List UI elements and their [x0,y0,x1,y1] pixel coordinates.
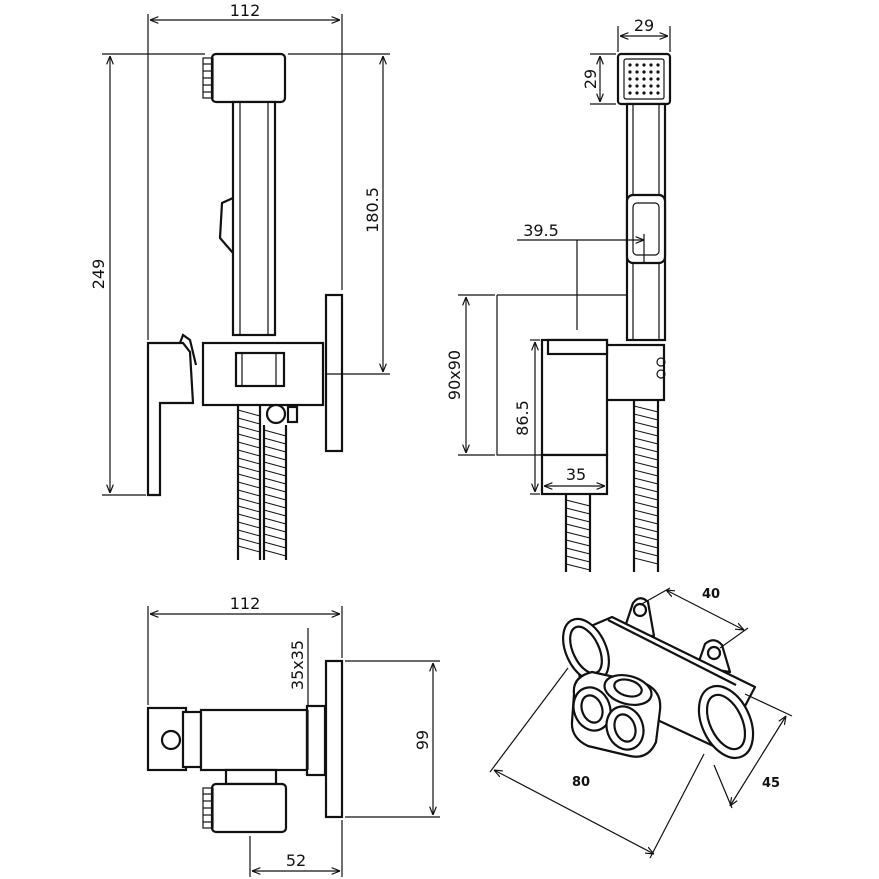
dim-valve-span: 40 [702,587,720,602]
dim-hand-shower: 180.5 [363,187,382,233]
valve-iso-view: 40 80 45 [489,587,793,859]
dim-body-height: 86.5 [513,400,532,436]
dim-head-width: 29 [634,16,654,35]
spray-nozzles-grid [628,63,660,95]
dim-depth: 52 [286,851,306,870]
dim-top-width: 112 [230,594,261,613]
side-view: 29 29 39.5 90x90 86.5 35 [445,16,672,572]
front-view: 112 249 180.5 [89,1,390,560]
dim-plate: 90x90 [445,350,464,400]
front-hoses [236,405,288,560]
dim-offset: 39.5 [523,221,559,240]
head-grip-ridges [203,63,213,93]
dim-top-plate: 99 [413,730,432,750]
top-view: 112 35x35 99 52 [146,594,440,877]
dim-front-width: 112 [230,1,261,20]
dim-valve-length: 80 [572,775,590,790]
dim-valve-depth: 45 [762,776,780,791]
dim-square: 35x35 [288,640,307,690]
side-hoses [564,400,660,572]
dim-head-height: 29 [581,69,600,89]
dim-body-width: 35 [566,465,586,484]
dim-front-height: 249 [89,259,108,290]
